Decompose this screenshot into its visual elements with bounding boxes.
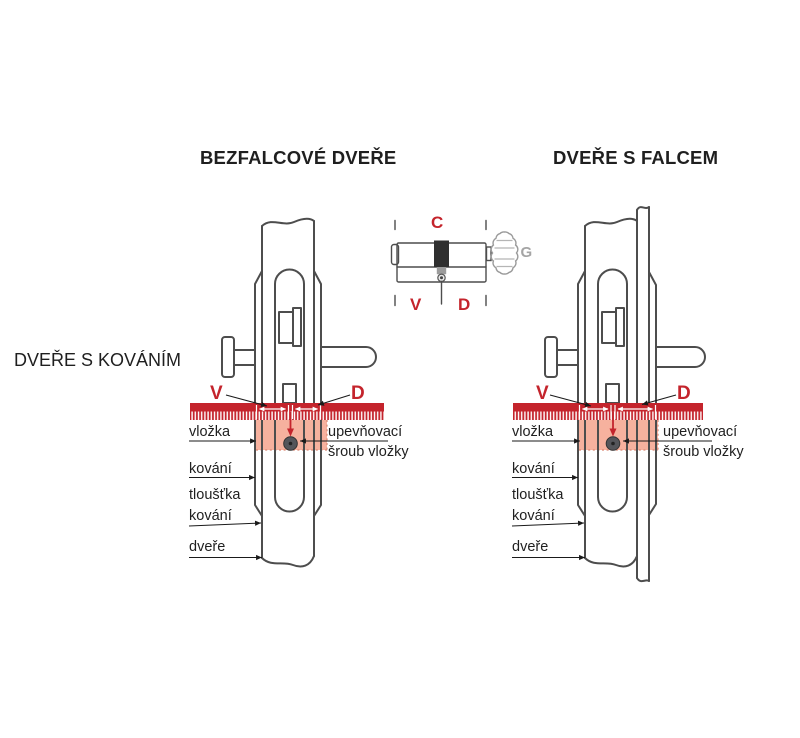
pointer-tloustka <box>511 520 585 527</box>
label-screw-line1-left: upevňovací <box>328 423 403 440</box>
lever-handle <box>655 346 706 368</box>
measuring-strip <box>513 403 703 420</box>
lock-diagram-falc <box>511 206 712 583</box>
cylinder-v-label: V <box>410 295 422 314</box>
measure-d-left: D <box>351 382 365 404</box>
label-screw-line2-left: šroub vložky <box>328 444 409 460</box>
center-arrow <box>287 412 294 437</box>
cylinder-legend <box>390 219 519 307</box>
door-knob <box>544 336 579 378</box>
measure-v-left: V <box>210 382 223 404</box>
label-tloustka-line1-right: tloušťka <box>512 487 564 503</box>
cylinder-hole <box>282 383 297 404</box>
heading-bezfalcove-dvere: BEZFALCOVÉ DVEŘE <box>200 147 397 168</box>
pointer-tloustka <box>188 520 262 527</box>
measuring-strip <box>190 403 384 420</box>
center-arrow <box>609 412 617 437</box>
label-dvere-left: dveře <box>189 539 226 555</box>
label-kovani-right: kování <box>512 461 555 477</box>
lock-rosette <box>274 268 305 513</box>
label-screw-line1-right: upevňovací <box>663 423 738 440</box>
cylinder-c-label: C <box>431 213 444 232</box>
cylinder-zone-dotted-border <box>256 420 328 451</box>
pointer-v <box>225 394 268 408</box>
fixing-screw <box>283 436 298 451</box>
label-tloustka-line1-left: tloušťka <box>189 487 241 503</box>
label-tloustka-line2-left: kování <box>189 508 232 524</box>
fitting-plate <box>254 270 322 517</box>
cylinder-d-label: D <box>458 295 471 314</box>
measure-v-right: V <box>536 382 549 404</box>
cylinder-zone-dotted-border <box>579 420 659 451</box>
pointer-lines <box>188 394 388 561</box>
label-tloustka-line2-right: kování <box>512 508 555 524</box>
door-panel <box>261 217 315 568</box>
cylinder-cam <box>434 240 449 267</box>
label-vlozka-right: vložka <box>512 423 554 440</box>
measure-ticks <box>394 219 487 307</box>
lever-handle <box>320 346 377 368</box>
label-kovani-left: kování <box>189 461 232 477</box>
fixing-screw <box>605 436 621 451</box>
label-dvere-right: dveře <box>512 539 549 555</box>
door-knob <box>221 336 256 378</box>
latch-follower <box>601 307 625 347</box>
thumbturn-knob <box>490 231 519 275</box>
pointer-d <box>641 394 677 406</box>
door-panel <box>584 206 650 583</box>
cylinder-hole <box>605 383 620 404</box>
heading-dvere-s-falcem: DVEŘE S FALCEM <box>553 147 719 168</box>
cylinder-end-cap <box>390 243 400 266</box>
fitting-plate <box>577 270 657 517</box>
label-vlozka-left: vložka <box>189 423 231 440</box>
lock-rosette <box>597 268 628 513</box>
label-screw-line2-right: šroub vložky <box>663 444 744 460</box>
latch-follower <box>278 307 302 347</box>
side-label-dvere-s-kovanim: DVEŘE S KOVÁNÍM <box>14 350 182 370</box>
measure-d-right: D <box>677 382 691 404</box>
pointer-lines <box>511 394 712 561</box>
cylinder-g-label: G <box>520 243 533 261</box>
knob-neck <box>485 246 492 262</box>
pointer-d <box>317 394 351 406</box>
pointer-v <box>549 394 592 408</box>
cylinder-cam-tail <box>436 267 447 275</box>
lock-diagram-bezfalcove <box>188 217 388 568</box>
